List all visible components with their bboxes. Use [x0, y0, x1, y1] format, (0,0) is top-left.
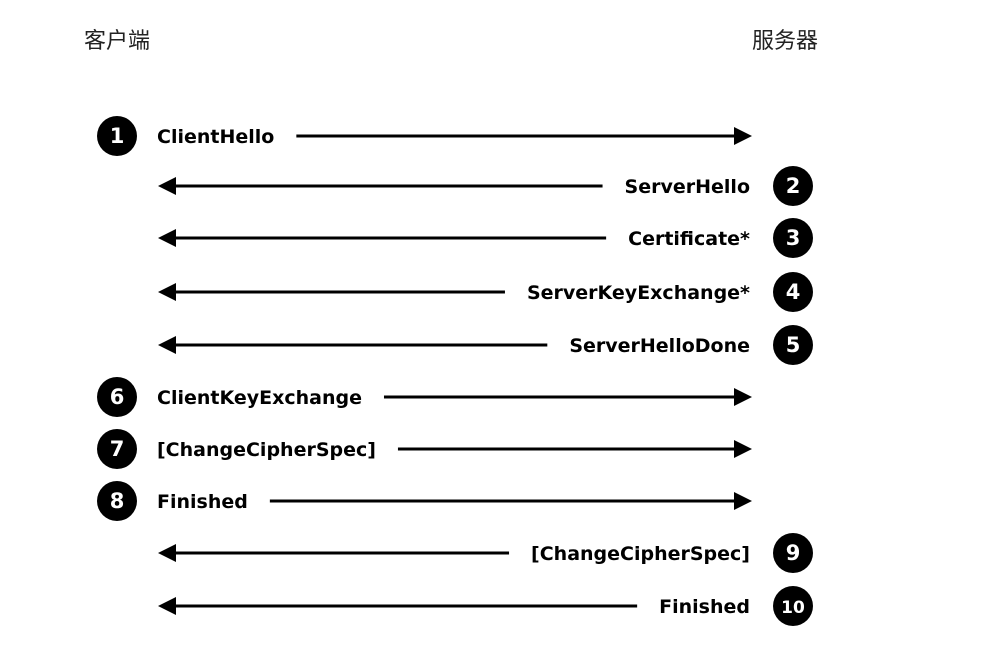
step-number: 1	[110, 124, 125, 148]
step-badge	[97, 116, 137, 156]
arrowhead-icon	[734, 127, 752, 145]
message-label: ServerHello	[625, 176, 750, 198]
step-number: 8	[110, 489, 125, 513]
step-number: 5	[786, 333, 801, 357]
message-label: ClientHello	[157, 126, 274, 148]
step-badge	[97, 377, 137, 417]
message-label: ClientKeyExchange	[157, 387, 362, 409]
step-badge	[773, 325, 813, 365]
message-row: 5 ServerHelloDone	[158, 325, 813, 365]
message-label: Finished	[659, 596, 750, 618]
message-label: Certificate*	[628, 228, 750, 250]
step-badge	[97, 481, 137, 521]
arrowhead-icon	[734, 440, 752, 458]
step-number: 10	[781, 598, 805, 618]
message-row: 6 ClientKeyExchange	[97, 377, 752, 417]
arrowhead-icon	[158, 597, 176, 615]
server-label: 服务器	[752, 29, 818, 54]
step-badge	[773, 586, 813, 626]
message-label: [ChangeCipherSpec]	[531, 543, 750, 565]
message-row: 8 Finished	[97, 481, 752, 521]
arrowhead-icon	[158, 229, 176, 247]
message-label: ServerHelloDone	[569, 335, 750, 357]
step-number: 7	[110, 437, 125, 461]
message-row: 4 ServerKeyExchange*	[158, 272, 813, 312]
client-label: 客户端	[84, 29, 150, 54]
message-row: 10 Finished	[158, 586, 813, 626]
message-row: 7 [ChangeCipherSpec]	[97, 429, 752, 469]
arrowhead-icon	[158, 544, 176, 562]
arrowhead-icon	[158, 336, 176, 354]
step-badge	[773, 166, 813, 206]
step-badge	[773, 218, 813, 258]
message-row: 2 ServerHello	[158, 166, 813, 206]
message-label: [ChangeCipherSpec]	[157, 439, 376, 461]
message-row: 9 [ChangeCipherSpec]	[158, 533, 813, 573]
step-badge	[773, 272, 813, 312]
message-label: ServerKeyExchange*	[527, 282, 750, 304]
arrowhead-icon	[734, 388, 752, 406]
step-badge	[773, 533, 813, 573]
step-number: 4	[786, 280, 801, 304]
step-number: 2	[786, 174, 801, 198]
message-label: Finished	[157, 491, 248, 513]
arrowhead-icon	[158, 177, 176, 195]
arrowhead-icon	[734, 492, 752, 510]
step-badge	[97, 429, 137, 469]
step-number: 9	[786, 541, 801, 565]
step-number: 3	[786, 226, 801, 250]
arrowhead-icon	[158, 283, 176, 301]
step-number: 6	[110, 385, 125, 409]
message-row: 3 Certificate*	[158, 218, 813, 258]
message-row: 1 ClientHello	[97, 116, 752, 156]
